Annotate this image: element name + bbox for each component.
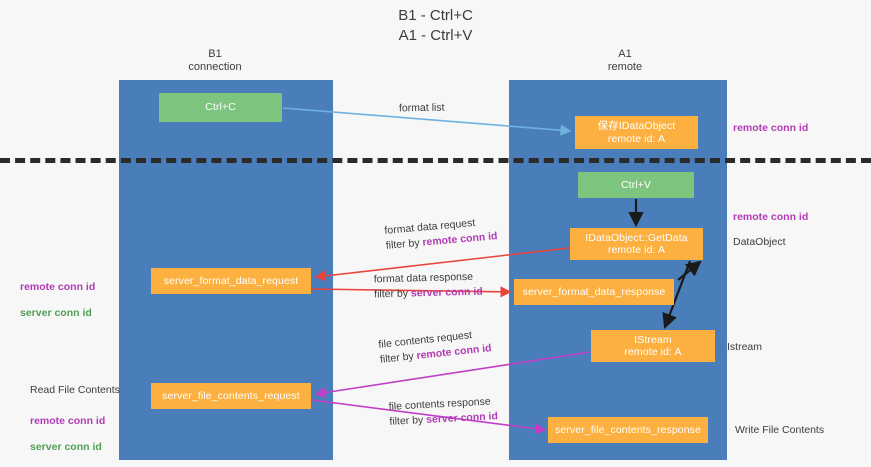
node-server-file-contents-request[interactable]: server_file_contents_request — [151, 383, 311, 409]
node-idataobject-getdata[interactable]: IDataObject::GetData remote id: A — [570, 228, 703, 260]
annotation-left-conn-ids-bottom: remote conn id server conn id — [30, 402, 105, 467]
edge-label-line2: filter by server conn id — [374, 285, 483, 303]
phase-divider — [0, 158, 871, 163]
edge-label-format-list: format list — [399, 101, 445, 117]
edge-label-format-data-request: format data request filter by remote con… — [384, 214, 498, 254]
annotation-left-conn-ids-top: remote conn id server conn id — [20, 268, 95, 333]
edge-filter-prefix: filter by — [389, 413, 427, 428]
edge-filter-key: server conn id — [410, 285, 483, 300]
annotation-remote-conn-id-top: remote conn id — [733, 122, 809, 134]
annotation-left2-remote-conn-id: remote conn id — [30, 415, 106, 427]
edge-filter-prefix: filter by — [379, 350, 418, 366]
annotation-write-file-contents: Write File Contents — [735, 424, 825, 436]
edge-label-format-data-response: format data response filter by server co… — [374, 270, 483, 303]
annotation-dataobject: DataObject — [733, 236, 786, 248]
node-ctrl-v[interactable]: Ctrl+V — [578, 172, 694, 198]
edge-label-file-contents-response: file contents response filter by server … — [388, 394, 498, 430]
annotation-remote-conn-id-mid: remote conn id — [733, 211, 809, 223]
annotation-left-remote-conn-id: remote conn id — [20, 281, 96, 293]
annotation-left-server-conn-id: server conn id — [20, 307, 92, 319]
annotation-left2-server-conn-id: server conn id — [30, 441, 102, 453]
node-server-format-data-response[interactable]: server_format_data_response — [514, 279, 674, 305]
node-dataobject[interactable]: 保存IDataObject remote id: A — [575, 116, 698, 149]
edge-filter-prefix: filter by — [374, 287, 412, 301]
node-server-file-contents-response[interactable]: server_file_contents_response — [548, 417, 708, 443]
node-server-format-data-request[interactable]: server_format_data_request — [151, 268, 311, 294]
annotation-read-file-contents: Read File Contents — [30, 384, 120, 396]
edge-label-line1: format list — [398, 101, 445, 115]
edge-filter-prefix: filter by — [385, 236, 423, 252]
annotation-istream: Istream — [727, 341, 763, 353]
node-ctrl-c[interactable]: Ctrl+C — [159, 93, 282, 122]
lane-header-b1: B1 connection — [188, 48, 242, 73]
edge-label-file-contents-request: file contents request filter by remote c… — [378, 326, 493, 368]
page-title: B1 - Ctrl+C A1 - Ctrl+V — [398, 7, 473, 44]
lane-header-a1: A1 remote — [607, 48, 643, 73]
edge-filter-key: server conn id — [425, 410, 499, 426]
node-istream[interactable]: IStream remote id: A — [591, 330, 715, 362]
